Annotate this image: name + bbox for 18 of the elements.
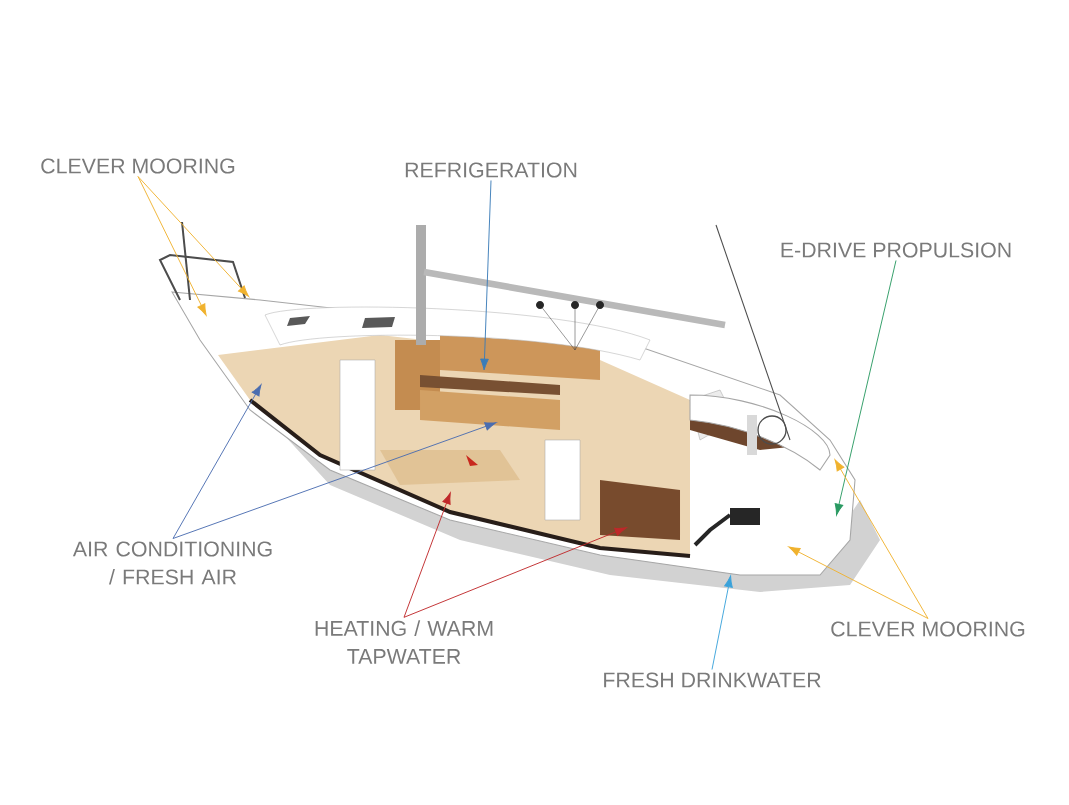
callout-label: CLEVER MOORING bbox=[831, 621, 1025, 637]
leader-line bbox=[711, 575, 733, 670]
leader-line bbox=[403, 527, 627, 618]
callout-label: REFRIGERATION bbox=[405, 162, 577, 178]
leader-line bbox=[834, 459, 929, 619]
leader-line bbox=[403, 492, 451, 618]
callout-label: FRESH DRINKWATER bbox=[604, 672, 821, 688]
callout-label: HEATING / WARM TAPWATER bbox=[315, 620, 493, 664]
leader-line bbox=[480, 180, 492, 371]
leader-line bbox=[788, 546, 929, 619]
callout-label: E-DRIVE PROPULSION bbox=[781, 242, 1011, 258]
leader-line bbox=[137, 176, 207, 316]
leader-line bbox=[137, 176, 250, 297]
callout-label: AIR CONDITIONING / FRESH AIR bbox=[72, 541, 272, 585]
leader-line bbox=[172, 422, 497, 539]
leader-line bbox=[834, 260, 897, 516]
callout-label: CLEVER MOORING bbox=[41, 158, 235, 174]
leader-line bbox=[172, 384, 262, 539]
